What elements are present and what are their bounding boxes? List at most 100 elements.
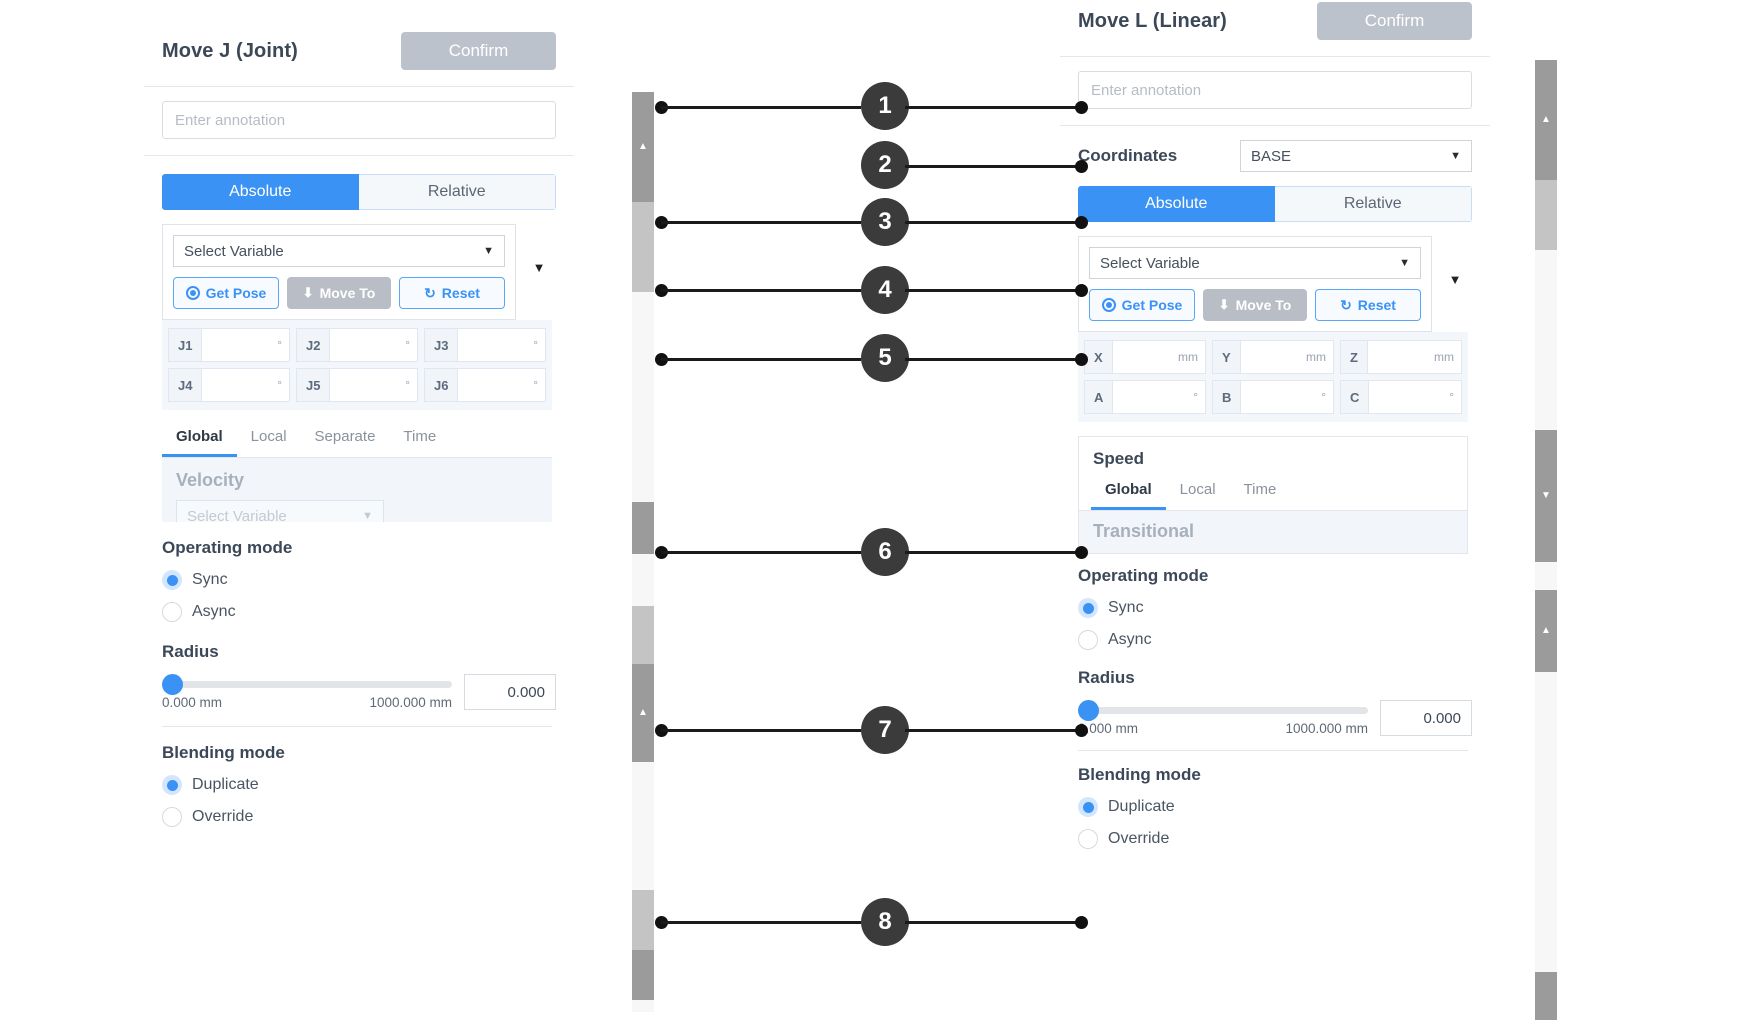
move-j-tab-absolute[interactable]: Absolute xyxy=(162,174,359,210)
tab-global[interactable]: Global xyxy=(1091,473,1166,510)
move-l-coordinates-select[interactable]: BASE ▼ xyxy=(1240,140,1472,172)
move-j-operating-mode-sync[interactable]: Sync xyxy=(162,570,556,590)
callout-1-marker: 1 xyxy=(861,82,909,130)
cartesian-field-x[interactable]: X mm xyxy=(1084,340,1206,374)
move-j-move-to-button[interactable]: ⬇ Move To xyxy=(287,277,391,309)
move-l-cartesian-grid: X mm Y mm Z mm A ° xyxy=(1078,332,1468,422)
joint-field-j4[interactable]: J4 ° xyxy=(168,368,290,402)
scrollbar-track-mid[interactable] xyxy=(632,606,654,664)
tab-local[interactable]: Local xyxy=(1179,481,1216,498)
move-j-mode-toggle[interactable]: Absolute Relative xyxy=(162,174,556,210)
move-j-variable-select[interactable]: Select Variable ▼ xyxy=(173,235,505,267)
callout-5-line-right xyxy=(905,358,1081,361)
callout-1-line-left xyxy=(661,106,861,109)
joint-field-j5[interactable]: J5 ° xyxy=(296,368,418,402)
move-l-radius-input[interactable]: 0.000 xyxy=(1380,700,1472,736)
axis-unit: ° xyxy=(533,378,538,392)
reset-label: Reset xyxy=(441,285,480,301)
chevron-down-icon: ▼ xyxy=(1450,150,1461,162)
move-l-tab-absolute[interactable]: Absolute xyxy=(1078,186,1275,222)
move-j-get-pose-button[interactable]: Get Pose xyxy=(173,277,279,309)
joint-field-j6[interactable]: J6 ° xyxy=(424,368,546,402)
move-j-operating-mode-async[interactable]: Async xyxy=(162,602,556,622)
cartesian-field-c[interactable]: C ° xyxy=(1340,380,1462,414)
move-j-expand-toggle[interactable]: ▼ xyxy=(522,224,556,310)
scrollbar-thumb-upper[interactable]: ▲ xyxy=(632,92,654,202)
joint-field-j3[interactable]: J3 ° xyxy=(424,328,546,362)
scrollbar-thumb-bottom[interactable] xyxy=(1535,972,1557,1020)
move-l-get-pose-button[interactable]: Get Pose xyxy=(1089,289,1195,321)
move-l-mode-toggle[interactable]: Absolute Relative xyxy=(1078,186,1472,222)
axis-label: J1 xyxy=(169,329,203,361)
cartesian-field-z[interactable]: Z mm xyxy=(1340,340,1462,374)
scrollbar-thumb-upper[interactable]: ▲ xyxy=(1535,60,1557,180)
tab-global[interactable]: Global xyxy=(162,420,237,457)
move-j-reset-button[interactable]: ↻ Reset xyxy=(399,277,505,309)
cartesian-field-b[interactable]: B ° xyxy=(1212,380,1334,414)
move-j-confirm-button[interactable]: Confirm xyxy=(401,32,556,70)
move-l-radius-control: 0.000 mm 1000.000 mm 0.000 xyxy=(1078,700,1472,736)
move-j-tab-relative[interactable]: Relative xyxy=(358,174,556,210)
tab-time[interactable]: Time xyxy=(403,428,437,445)
tab-time[interactable]: Time xyxy=(1243,481,1277,498)
axis-label: J2 xyxy=(297,329,331,361)
move-j-blending-duplicate[interactable]: Duplicate xyxy=(162,775,556,795)
move-j-velocity-select[interactable]: Select Variable ▼ xyxy=(176,500,384,522)
move-l-variable-select[interactable]: Select Variable ▼ xyxy=(1089,247,1421,279)
axis-unit: ° xyxy=(1193,390,1198,404)
scrollbar-track-lower[interactable] xyxy=(632,890,654,950)
move-l-expand-toggle[interactable]: ▼ xyxy=(1438,236,1472,322)
divider xyxy=(144,86,574,87)
joint-field-j2[interactable]: J2 ° xyxy=(296,328,418,362)
move-l-radius-slider[interactable]: 0.000 mm 1000.000 mm xyxy=(1078,700,1368,736)
tab-separate[interactable]: Separate xyxy=(314,428,376,445)
move-j-radius-input[interactable]: 0.000 xyxy=(464,674,556,710)
move-l-operating-mode-sync[interactable]: Sync xyxy=(1078,598,1472,618)
callout-7-line-right xyxy=(905,729,1081,732)
scrollbar-track-upper[interactable] xyxy=(632,202,654,292)
move-l-speed-tabs[interactable]: Global Local Time xyxy=(1079,473,1467,511)
move-l-reset-button[interactable]: ↻ Reset xyxy=(1315,289,1421,321)
axis-label: Y xyxy=(1213,341,1241,373)
move-l-blending-override[interactable]: Override xyxy=(1078,829,1472,849)
move-l-title: Move L (Linear) xyxy=(1078,9,1227,32)
axis-label: B xyxy=(1213,381,1242,413)
tab-local[interactable]: Local xyxy=(250,428,287,445)
move-j-radius-slider[interactable]: 0.000 mm 1000.000 mm xyxy=(162,674,452,710)
move-l-blending-duplicate[interactable]: Duplicate xyxy=(1078,797,1472,817)
move-j-blending-override[interactable]: Override xyxy=(162,807,556,827)
scrollbar-thumb-lower[interactable]: ▲ xyxy=(632,664,654,762)
scrollbar-thumb-lower[interactable]: ▲ xyxy=(1535,590,1557,672)
scrollbar-thumb-bottom[interactable] xyxy=(632,950,654,1000)
move-j-annotation-input[interactable]: Enter annotation xyxy=(162,101,556,139)
slider-knob[interactable] xyxy=(1078,700,1099,721)
callout-5-line-left xyxy=(661,358,861,361)
move-l-move-to-button[interactable]: ⬇ Move To xyxy=(1203,289,1307,321)
download-icon: ⬇ xyxy=(302,285,314,300)
scrollbar-gap-3 xyxy=(632,762,654,890)
move-j-scrollbar[interactable]: ▲ ▲ xyxy=(632,92,654,1012)
callout-3-line-left xyxy=(661,221,861,224)
callout-4-dot-right xyxy=(1075,284,1088,297)
move-l-confirm-button[interactable]: Confirm xyxy=(1317,2,1472,40)
move-l-tab-relative[interactable]: Relative xyxy=(1274,186,1472,222)
cartesian-field-y[interactable]: Y mm xyxy=(1212,340,1334,374)
move-j-pose-box: Select Variable ▼ Get Pose ⬇ Move To xyxy=(162,224,516,320)
scrollbar-thumb-mid[interactable]: ▼ xyxy=(1535,430,1557,562)
axis-label: Z xyxy=(1341,341,1368,373)
slider-knob[interactable] xyxy=(162,674,183,695)
radio-label: Sync xyxy=(192,571,228,588)
callout-8-marker: 8 xyxy=(861,898,909,946)
axis-unit: mm xyxy=(1434,350,1454,364)
move-l-annotation-input[interactable]: Enter annotation xyxy=(1078,71,1472,109)
scrollbar-thumb-mid[interactable] xyxy=(632,502,654,554)
radio-unselected-icon xyxy=(1078,829,1098,849)
cartesian-field-a[interactable]: A ° xyxy=(1084,380,1206,414)
scrollbar-track-upper[interactable] xyxy=(1535,180,1557,250)
move-l-operating-mode-async[interactable]: Async xyxy=(1078,630,1472,650)
move-l-scrollbar[interactable]: ▲ ▼ ▲ xyxy=(1535,60,1557,1020)
move-j-speed-tabs[interactable]: Global Local Separate Time xyxy=(162,420,552,458)
joint-field-j1[interactable]: J1 ° xyxy=(168,328,290,362)
scrollbar-gap-3 xyxy=(1535,672,1557,972)
